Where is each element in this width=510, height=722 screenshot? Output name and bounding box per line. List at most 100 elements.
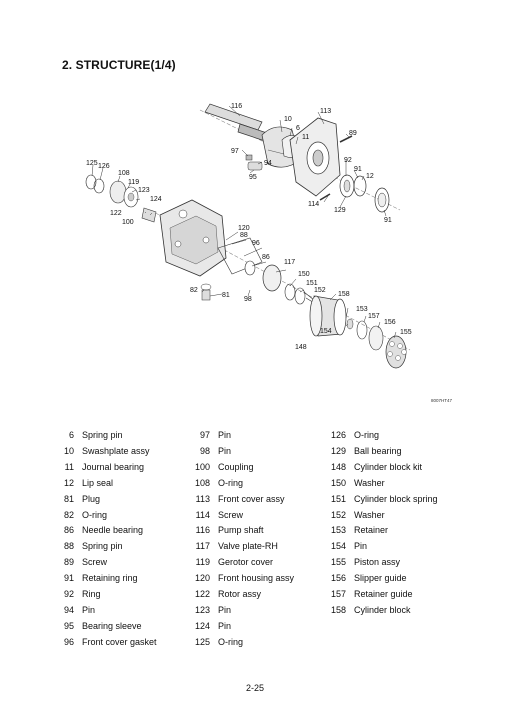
callout-114: 114 (308, 201, 319, 208)
part-number: 89 (63, 557, 74, 568)
parts-row: 91 Retaining ring (50, 571, 157, 587)
callout-157: 157 (368, 313, 380, 320)
callout-151: 151 (306, 280, 318, 287)
part-name: O-ring (218, 477, 244, 488)
callout-122: 122 (110, 210, 122, 217)
part-number: 154 (330, 541, 346, 552)
part-name: Retainer guide (354, 589, 413, 600)
part-number: 98 (199, 445, 210, 456)
piston-assy-part (385, 335, 407, 369)
callout-10: 10 (284, 116, 292, 123)
part-name: Washer (354, 509, 385, 520)
parts-row: 94 Pin (50, 603, 157, 619)
part-name: Spring pin (82, 430, 123, 440)
part-name: Pin (218, 445, 232, 456)
cylinder-block-part (309, 295, 347, 337)
part-number: 96 (63, 636, 74, 647)
part-name: Cylinder block kit (354, 461, 423, 472)
part-number: 92 (63, 589, 74, 600)
callout-123: 123 (138, 187, 150, 194)
page-number: 2-25 (245, 683, 264, 693)
part-name: Spring pin (82, 541, 123, 552)
callout-95: 95 (249, 174, 257, 181)
callout-98: 98 (244, 296, 252, 303)
callout-119: 119 (128, 179, 139, 186)
callout-124: 124 (150, 196, 162, 203)
part-number: 91 (63, 573, 74, 584)
callout-100: 100 (122, 219, 134, 226)
part-number: 156 (330, 573, 346, 584)
part-name: Slipper guide (354, 573, 407, 584)
callout-125: 125 (86, 160, 98, 167)
callout-labels: 116 113 10 6 11 89 97 94 95 92 91 12 114… (86, 103, 412, 351)
callout-12: 12 (366, 173, 374, 180)
part-number: 113 (195, 493, 210, 504)
callout-148: 148 (295, 344, 307, 351)
part-name: Pin (218, 620, 232, 631)
callout-155: 155 (400, 329, 412, 336)
callout-126: 126 (98, 163, 110, 170)
exploded-view-diagram: 116 113 10 6 11 89 97 94 95 92 91 12 114… (85, 103, 412, 369)
part-number: 81 (63, 493, 74, 504)
part-name: Plug (82, 493, 101, 504)
part-name: Cylinder block (354, 604, 411, 615)
part-name: Journal bearing (82, 461, 145, 472)
parts-row: 98 Pin (186, 444, 294, 460)
front-cover-part (289, 117, 341, 197)
callout-117: 117 (284, 259, 295, 266)
part-name: Pin (82, 604, 96, 615)
callout-129: 129 (334, 207, 346, 214)
callout-89: 89 (349, 130, 357, 137)
callout-92: 92 (344, 157, 352, 164)
part-number: 94 (63, 604, 74, 615)
callout-156: 156 (384, 319, 396, 326)
part-number: 10 (63, 445, 74, 456)
part-name: Ball bearing (354, 445, 402, 456)
callout-11: 11 (302, 134, 309, 141)
part-number: 100 (194, 461, 210, 472)
parts-row: 96 Front cover gasket (50, 635, 157, 651)
callout-120: 120 (238, 225, 250, 232)
front-housing-part (159, 199, 227, 277)
part-name: Screw (218, 509, 244, 520)
callout-88: 88 (240, 232, 248, 239)
part-name: Pump shaft (218, 525, 264, 536)
callout-97: 97 (231, 148, 239, 155)
part-number: 155 (330, 557, 346, 568)
part-number: 129 (330, 445, 346, 456)
callout-108: 108 (118, 170, 130, 177)
part-number: 126 (330, 430, 346, 440)
part-number: 6 (68, 430, 74, 440)
part-name: Front cover gasket (82, 636, 157, 647)
part-number: 97 (199, 430, 210, 440)
callout-152: 152 (314, 287, 326, 294)
part-name: Needle bearing (82, 525, 144, 536)
part-number: 125 (194, 636, 210, 647)
part-number: 95 (63, 620, 74, 631)
part-name: Retaining ring (82, 573, 138, 584)
callout-6: 6 (296, 125, 300, 132)
part-number: 11 (64, 461, 74, 472)
pump-shaft-part (204, 103, 271, 143)
part-number: 124 (194, 620, 210, 631)
